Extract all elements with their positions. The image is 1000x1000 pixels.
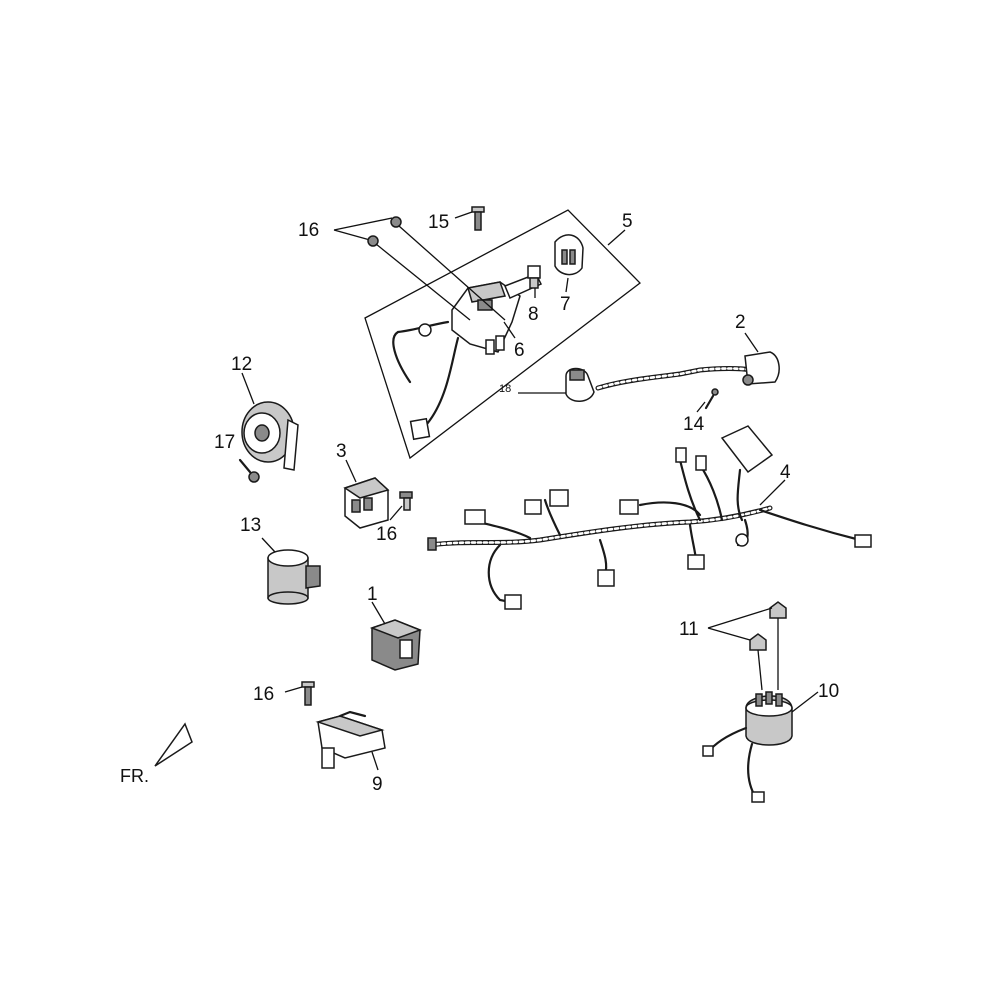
- screw-17-part: [238, 458, 260, 483]
- leader-11-a: [707, 607, 773, 629]
- callout-13: 13: [240, 515, 261, 536]
- bolt-16-top-b: [367, 235, 471, 321]
- key-lock-part: [527, 265, 541, 289]
- callout-14: 14: [683, 414, 705, 435]
- leader-1: [371, 601, 386, 625]
- callout-16-low: 16: [253, 684, 274, 705]
- leader-16-top-a: [333, 217, 393, 231]
- leader-16-top-b: [333, 229, 371, 241]
- leader-13: [261, 537, 276, 553]
- assembly-group-outline: [364, 209, 641, 460]
- wiring-harness-4-part: [427, 425, 872, 610]
- screw-14-part: [704, 388, 719, 410]
- screw-16-low-part: [301, 681, 315, 706]
- leader-12: [241, 372, 255, 405]
- relay-3-part: [343, 477, 390, 529]
- leader-11-b: [707, 627, 751, 641]
- callout-1: 1: [367, 584, 378, 605]
- callout-5: 5: [622, 211, 633, 232]
- callout-2: 2: [735, 312, 746, 333]
- callout-18: 18: [499, 383, 511, 395]
- leader-6: [503, 321, 516, 339]
- leader-4: [759, 479, 786, 506]
- sensor-9-part: [315, 710, 386, 769]
- ignition-coil-10-part: [702, 691, 793, 803]
- cap-part: [554, 234, 584, 276]
- callout-3: 3: [336, 441, 347, 462]
- module-1-part: [369, 619, 423, 671]
- leader-9: [371, 751, 379, 771]
- front-direction-arrow: [154, 722, 193, 767]
- front-direction-label: FR.: [120, 766, 149, 786]
- callout-12: 12: [231, 354, 252, 375]
- callout-16-mid: 16: [376, 524, 397, 545]
- leader-5: [607, 229, 626, 246]
- callout-15: 15: [428, 212, 449, 233]
- leader-16-low: [284, 686, 303, 693]
- leader-14: [696, 401, 706, 413]
- flasher-13-part: [267, 549, 321, 605]
- callout-6: 6: [514, 340, 525, 361]
- callout-11: 11: [679, 619, 699, 640]
- leader-10: [791, 691, 819, 713]
- cap-nut-11-part: [749, 601, 787, 691]
- ignition-switch-part: [392, 273, 543, 441]
- horn-12-part: [241, 401, 299, 471]
- callout-10: 10: [818, 681, 839, 702]
- leader-16-mid: [389, 505, 403, 521]
- leader-2: [744, 332, 759, 353]
- leader-15: [454, 211, 473, 219]
- callout-9: 9: [372, 774, 383, 795]
- callout-8: 8: [528, 304, 539, 325]
- leader-7: [565, 277, 569, 293]
- callout-17: 17: [214, 432, 235, 453]
- screw-15-part: [471, 206, 485, 231]
- leader-3: [345, 459, 357, 483]
- bolt-16-top-a: [390, 216, 506, 321]
- cable-2-part: [518, 351, 780, 402]
- callout-16-top: 16: [298, 220, 319, 241]
- screw-16-mid-part: [399, 491, 413, 511]
- callout-4: 4: [780, 462, 791, 483]
- callout-7: 7: [560, 294, 571, 315]
